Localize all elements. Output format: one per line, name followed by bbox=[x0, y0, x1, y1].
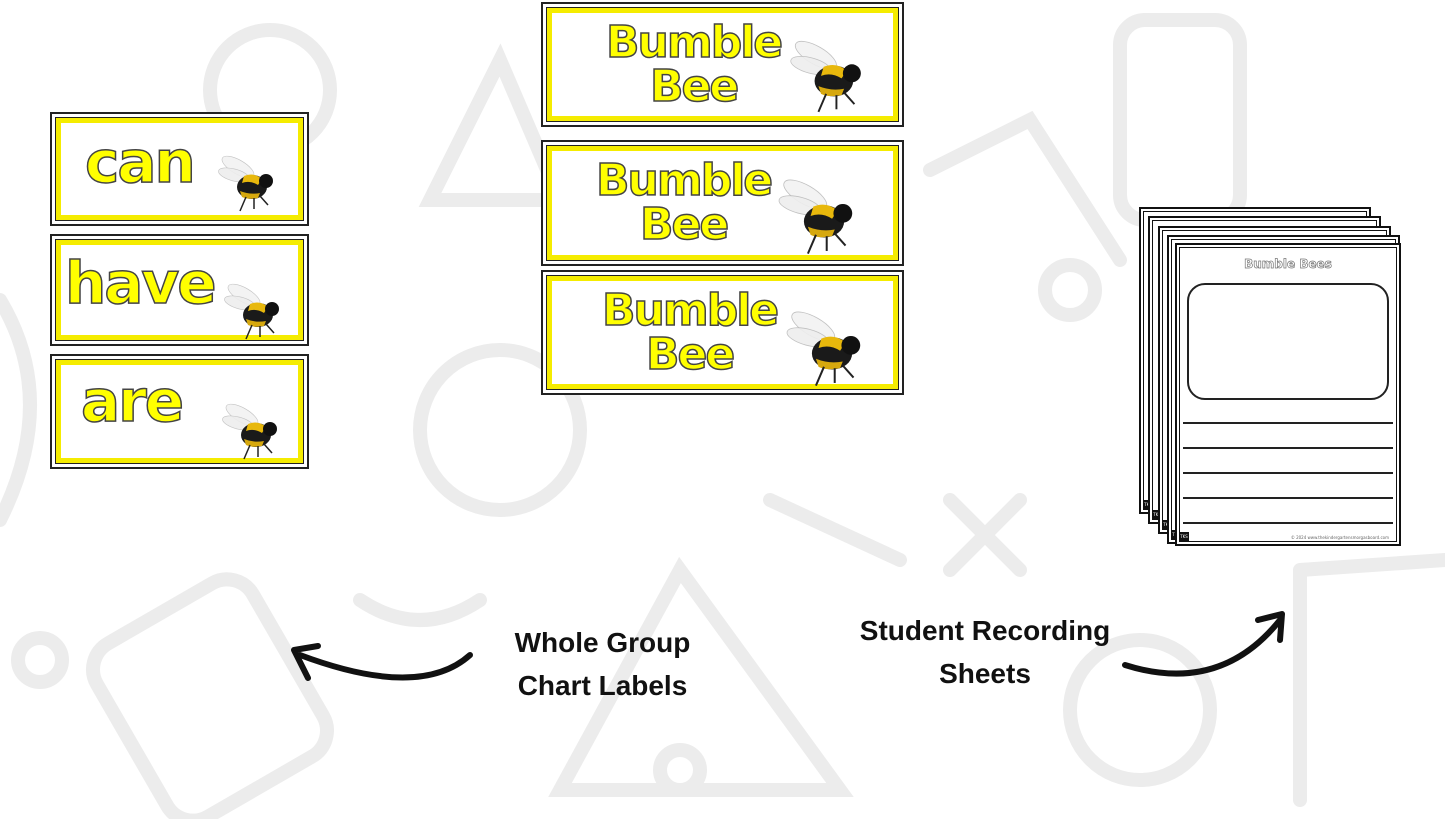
drawing-box bbox=[1187, 283, 1389, 400]
title-line-2: Bee bbox=[645, 328, 736, 380]
caption-chart-labels: Whole Group Chart Labels bbox=[470, 621, 735, 707]
arrow-left-icon bbox=[297, 652, 473, 681]
word-card-are: are bbox=[50, 354, 309, 469]
caption-recording-sheets: Student Recording Sheets bbox=[830, 609, 1140, 695]
title-line-2: Bee bbox=[649, 60, 740, 112]
word-text: can bbox=[84, 128, 196, 196]
writing-line bbox=[1183, 422, 1393, 424]
writing-line bbox=[1183, 522, 1393, 524]
writing-line bbox=[1183, 497, 1393, 499]
arrow-left-head-icon bbox=[291, 643, 321, 681]
sheet-title: Bumble Bees bbox=[1244, 257, 1332, 272]
caption-line: Sheets bbox=[939, 658, 1031, 689]
title-line-1: Bumble bbox=[605, 16, 784, 68]
title-line-2: Bee bbox=[639, 199, 730, 250]
title-line-1: Bumble bbox=[601, 284, 780, 336]
writing-line bbox=[1183, 472, 1393, 474]
word-card-have: have bbox=[50, 234, 309, 346]
sheet-tag: TKS bbox=[1152, 510, 1162, 520]
caption-line: Chart Labels bbox=[517, 670, 688, 701]
sheet-footer: © 2024 www.thekindergartensmorgasboard.c… bbox=[1290, 535, 1389, 540]
sheet-tag: TKS bbox=[1179, 532, 1189, 542]
arrow-right-icon bbox=[1122, 617, 1283, 677]
caption-line: Student Recording bbox=[859, 615, 1111, 646]
word-card-can: can bbox=[50, 112, 309, 226]
word-text: are bbox=[80, 366, 185, 435]
recording-sheet-front: Bumble Bees TKS © 2024 www.thekindergart… bbox=[1175, 243, 1401, 546]
arrow-right-head-icon bbox=[1255, 611, 1285, 643]
title-line-1: Bumble bbox=[595, 155, 774, 206]
caption-line: Whole Group bbox=[514, 627, 691, 658]
writing-line bbox=[1183, 447, 1393, 449]
word-text: have bbox=[64, 249, 217, 317]
